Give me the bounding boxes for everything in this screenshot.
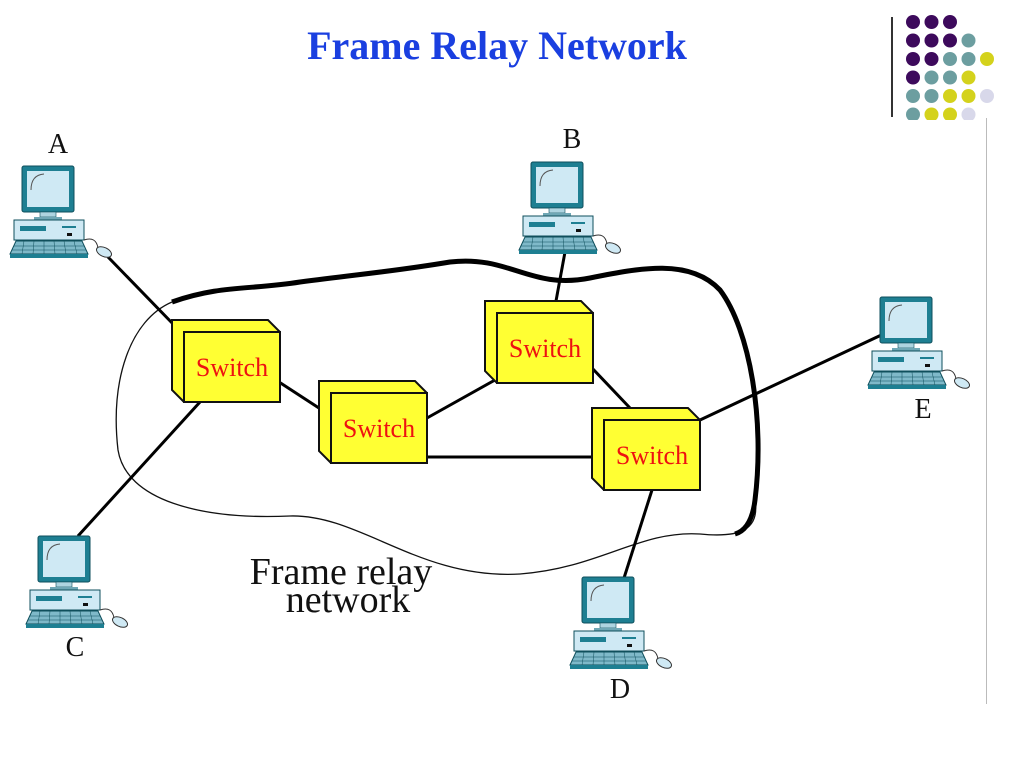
- decorative-dot: [906, 15, 920, 29]
- decorative-dot: [924, 107, 939, 120]
- decorative-dot: [924, 52, 939, 66]
- decorative-dot: [961, 33, 976, 48]
- computer-label: D: [610, 674, 630, 705]
- decorative-dot: [906, 107, 920, 120]
- link-s2-s3: [426, 378, 496, 420]
- computer-b: B: [518, 124, 623, 256]
- switch-box-face: [183, 331, 281, 403]
- computer-label: C: [66, 632, 85, 663]
- decorative-dot: [943, 107, 957, 120]
- computer-a: A: [9, 129, 114, 260]
- computer-icon: [518, 161, 623, 256]
- links-layer: [76, 251, 893, 579]
- network-cloud-bold-edge: [171, 258, 761, 537]
- computer-label: E: [914, 394, 931, 425]
- computer-icon: [9, 165, 114, 260]
- decorative-vertical-rule: [986, 118, 987, 704]
- decorative-dot: [924, 89, 939, 103]
- computer-label: B: [563, 124, 582, 155]
- decorative-dot: [943, 89, 957, 103]
- computer-d: D: [569, 576, 674, 705]
- link-D-s4: [622, 489, 654, 579]
- slide-title: Frame Relay Network: [307, 23, 687, 68]
- switch-box-face: [603, 419, 701, 491]
- switch-node-3: Switch: [484, 300, 594, 384]
- decorative-dot: [961, 70, 976, 85]
- decorative-dot-grid: [906, 15, 994, 120]
- link-s1-s2: [278, 380, 323, 412]
- decorative-dot: [943, 15, 957, 29]
- decorative-dot: [924, 15, 939, 29]
- link-C-s1: [76, 400, 202, 538]
- decorative-dot: [924, 33, 939, 48]
- decorative-dot: [980, 89, 994, 103]
- decorative-dot: [943, 33, 957, 48]
- switch-label: Switch: [616, 441, 688, 470]
- decorative-dot: [980, 52, 994, 66]
- computers-layer: A B C D E: [9, 124, 972, 705]
- decorative-divider-line: [891, 17, 893, 117]
- network-cloud-outline: [115, 301, 757, 575]
- switch-label: Switch: [196, 353, 268, 382]
- computer-icon: [569, 576, 674, 671]
- link-s3-s4: [590, 366, 632, 410]
- computer-c: C: [25, 535, 130, 663]
- computer-e: E: [867, 296, 972, 425]
- switch-node-4: Switch: [591, 407, 701, 491]
- switch-box-face: [496, 312, 594, 384]
- decorative-dot: [961, 89, 976, 103]
- computer-label: A: [48, 129, 69, 160]
- link-E-s4: [699, 328, 893, 422]
- link-A-s1: [106, 255, 177, 328]
- decorative-dot: [961, 107, 976, 120]
- link-B-s3: [554, 251, 567, 302]
- switch-node-2: Switch: [318, 380, 428, 464]
- cloud-label-line1: Frame relay: [250, 551, 433, 593]
- decorative-dot: [906, 89, 920, 103]
- decorative-dot: [943, 70, 957, 85]
- computer-icon: [867, 296, 972, 391]
- decorative-dot: [943, 52, 957, 66]
- decorative-dot: [906, 70, 920, 85]
- switch-label: Switch: [509, 334, 581, 363]
- computer-icon: [25, 535, 130, 630]
- decorative-dot: [961, 52, 976, 66]
- decorative-dot: [924, 70, 939, 85]
- decorative-dot: [906, 52, 920, 66]
- switch-box-face: [330, 392, 428, 464]
- decorative-dot: [906, 33, 920, 48]
- switch-node-1: Switch: [171, 319, 281, 403]
- switch-label: Switch: [343, 414, 415, 443]
- cloud-label-line2: network: [286, 579, 411, 621]
